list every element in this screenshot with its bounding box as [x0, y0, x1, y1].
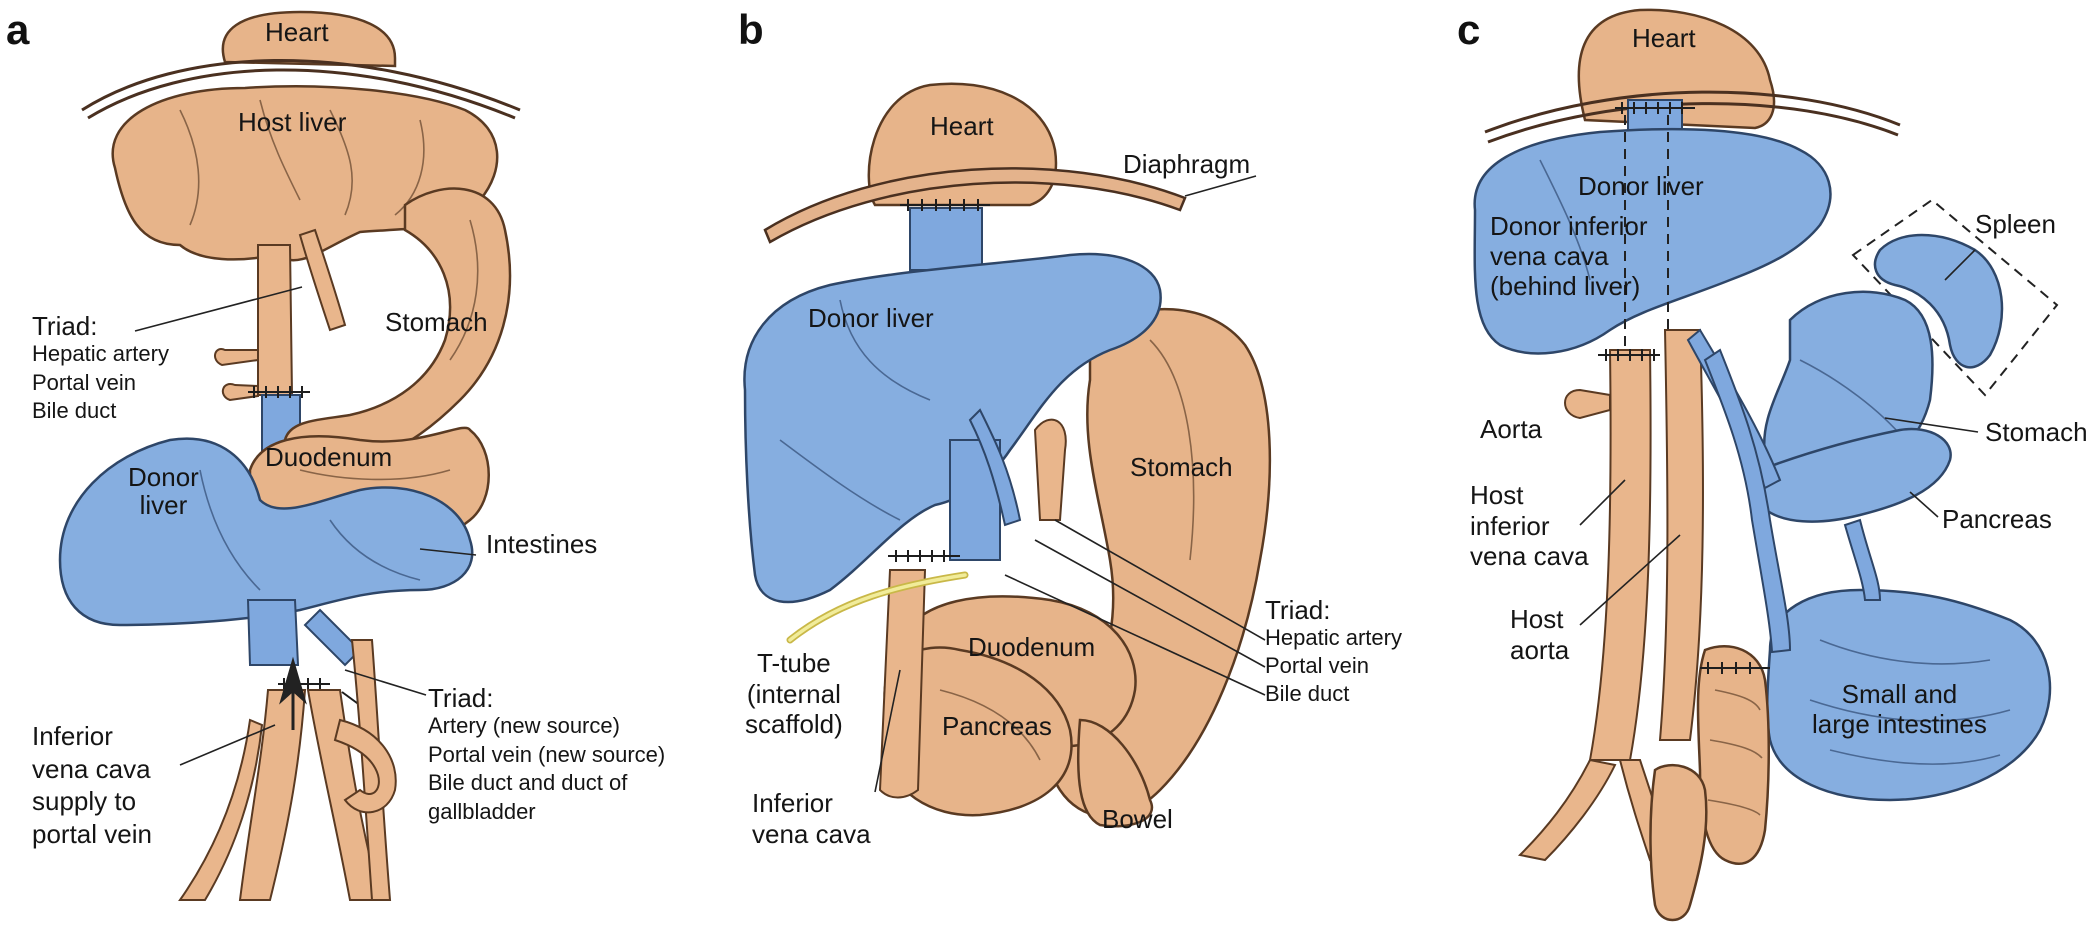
- label-bowel-b: Bowel: [1102, 804, 1173, 834]
- diaphragm-c: [1484, 90, 1901, 134]
- label-host-liver: Host liver: [238, 107, 347, 137]
- leader-lines: [134, 175, 1979, 793]
- label-donor-liver-c: Donor liver: [1578, 171, 1704, 201]
- panel-letter-a: a: [6, 6, 30, 53]
- spleen: [1873, 233, 2004, 369]
- label-pancreas-c: Pancreas: [1942, 504, 2052, 534]
- panel-letter-b: b: [738, 6, 764, 53]
- label-heart-a: Heart: [265, 17, 329, 47]
- panel-a-drawing: [58, 10, 521, 901]
- panel-letter-c: c: [1457, 6, 1481, 53]
- spleen-box: [1851, 198, 2059, 397]
- panel-c-drawing: [1473, 8, 2059, 922]
- pancreas-b: [883, 646, 1073, 817]
- label-heart-b: Heart: [930, 111, 994, 141]
- ivc-b: [878, 569, 927, 799]
- donor-liver-b: [743, 252, 1162, 604]
- label-triad-top-a: Triad: Hepatic artery Portal vein Bile d…: [32, 311, 169, 424]
- host-aorta-c: [1658, 329, 1704, 741]
- heart-a: [221, 10, 397, 68]
- diaphragm-b: [763, 167, 1187, 244]
- label-triad-bottom-a: Triad: Artery (new source) Portal vein (…: [428, 683, 666, 824]
- label-spleen-c: Spleen: [1975, 209, 2056, 239]
- label-duodenum-b: Duodenum: [968, 632, 1096, 662]
- pancreas-c: [1758, 427, 1952, 523]
- heart-c: [1577, 8, 1776, 130]
- label-stomach-c: Stomach: [1985, 417, 2088, 447]
- label-heart-c: Heart: [1632, 23, 1696, 53]
- label-donor-liver-b: Donor liver: [808, 303, 934, 333]
- label-aorta-c: Aorta: [1480, 414, 1543, 444]
- donor-liver-a: [58, 437, 474, 627]
- donor-liver-c: [1473, 127, 1832, 355]
- label-diaphragm-b: Diaphragm: [1123, 149, 1251, 179]
- panel-b-drawing: [743, 82, 1272, 828]
- arrow-a: [279, 656, 307, 730]
- label-stomach-a: Stomach: [385, 307, 488, 337]
- diaphragm-a: [81, 59, 521, 112]
- label-stomach-b: Stomach: [1130, 452, 1233, 482]
- label-triad-b: Triad: Hepatic artery Portal vein Bile d…: [1265, 595, 1402, 707]
- ivc-a: [238, 689, 307, 901]
- label-duodenum-a: Duodenum: [265, 442, 393, 472]
- label-intestines-a: Intestines: [486, 529, 598, 559]
- intestines-c: [1766, 588, 2052, 802]
- label-pancreas-b: Pancreas: [942, 711, 1052, 741]
- portal-vessels-a: [257, 244, 294, 396]
